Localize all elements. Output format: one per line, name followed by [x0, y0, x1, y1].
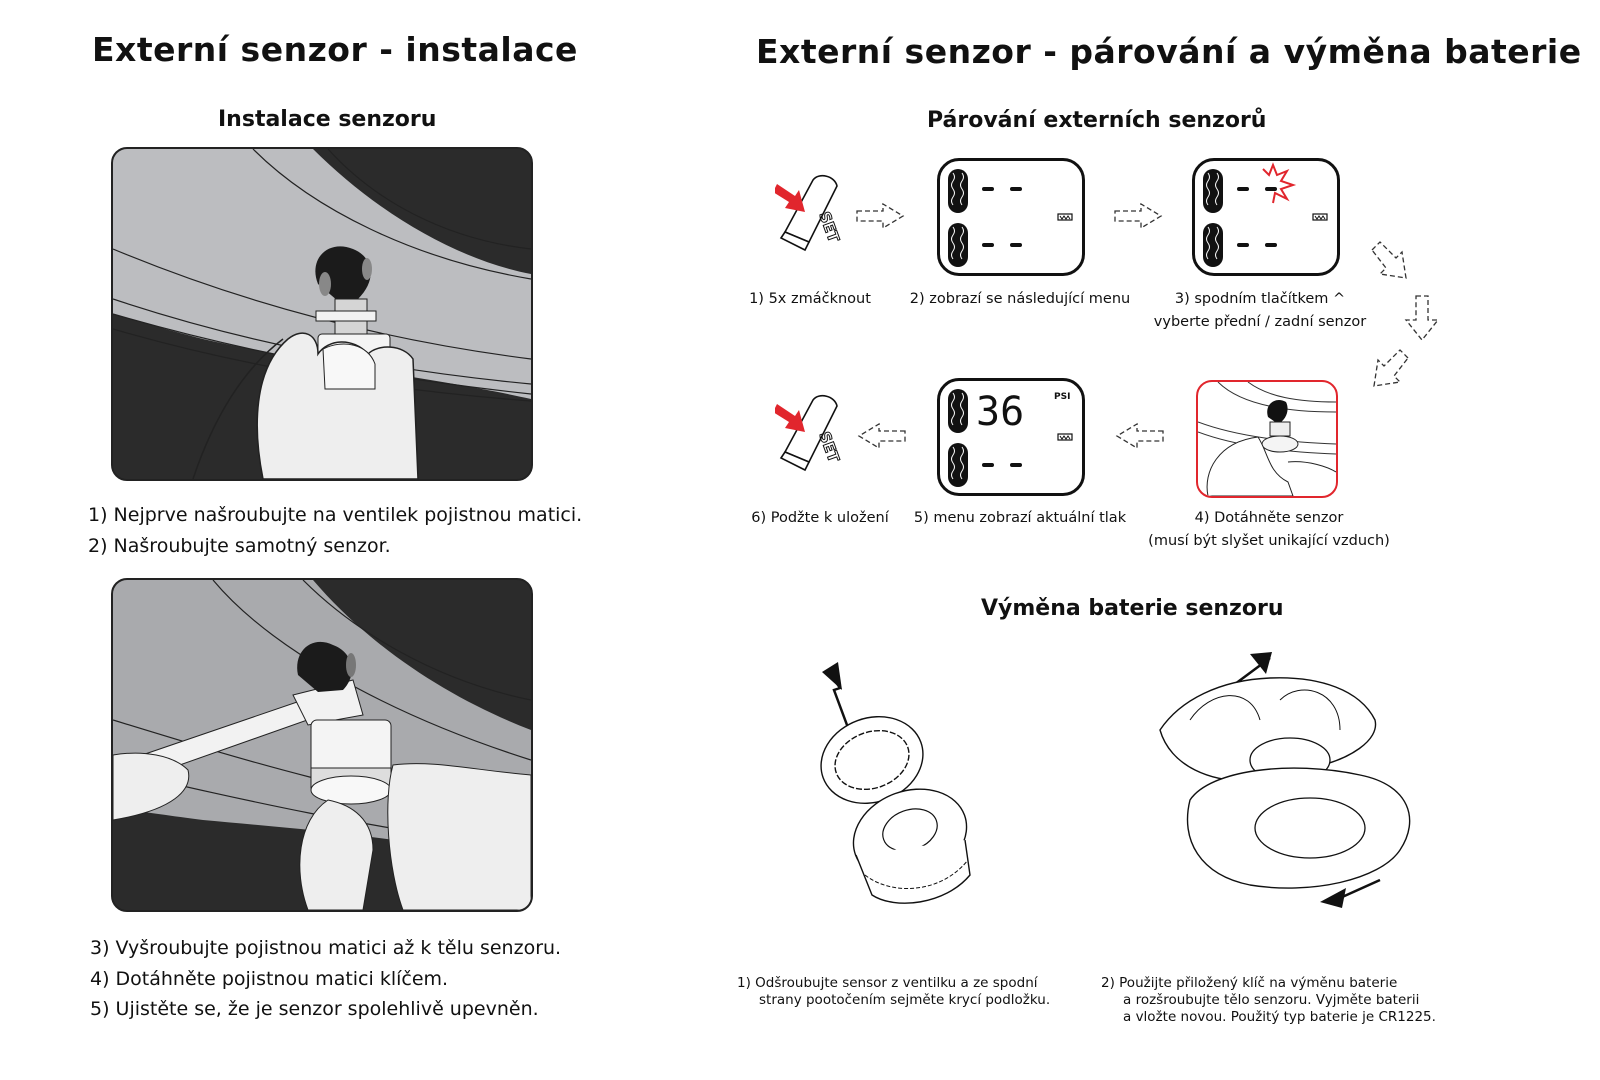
pressure-unit: PSI: [1054, 392, 1070, 402]
set-button-press-1: SET: [775, 172, 845, 252]
illustration-open-sensor: [1150, 650, 1430, 910]
dashed-arrow-left-icon: [1113, 422, 1165, 450]
dashed-arrow-down-icon: [1404, 294, 1440, 344]
dashed-arrow-down-left-icon: [1366, 346, 1412, 392]
section-title-battery: Výměna baterie senzoru: [981, 596, 1284, 621]
arrow-up-icon: [822, 662, 842, 690]
dashed-arrow-left-icon: [855, 422, 907, 450]
blink-burst-icon: [1262, 162, 1297, 204]
battery-step-2-caption: 2) Použijte přiložený klíč na výměnu bat…: [1101, 975, 1436, 1025]
illustration-remove-cover: [800, 660, 1000, 910]
section-title-pairing: Párování externích senzorů: [927, 108, 1267, 133]
illustration-screw-sensor: [111, 147, 533, 481]
pairing-step-1-label: 1) 5x zmáčknout: [749, 291, 871, 307]
set-label: SET: [815, 429, 843, 465]
install-step-5: 5) Ujistěte se, že je senzor spolehlivě …: [90, 998, 539, 1020]
install-step-3: 3) Vyšroubujte pojistnou matici až k těl…: [90, 937, 562, 959]
red-press-arrow-icon: [775, 404, 805, 432]
pairing-step-6-label: 6) Podžte k uložení: [751, 510, 889, 526]
pairing-step-2-label: 2) zobrazí se následující menu: [909, 291, 1131, 307]
pairing-step-5-label: 5) menu zobrazí aktuální tlak: [913, 510, 1127, 526]
pairing-step-3-label: 3) spodním tlačítkem ^ vyberte přední / …: [1153, 291, 1367, 330]
illustration-tighten-sensor: [1196, 380, 1338, 498]
set-label: SET: [815, 209, 843, 245]
set-button-press-6: SET: [775, 392, 845, 472]
dashed-arrow-right-icon: [855, 202, 907, 230]
red-press-arrow-icon: [775, 184, 805, 212]
lcd-display-step3: [1192, 158, 1340, 276]
arrow-down-left-icon: [1320, 888, 1346, 908]
install-step-1: 1) Nejprve našroubujte na ventilek pojis…: [88, 504, 583, 526]
dashed-arrow-down-right-icon: [1368, 238, 1414, 284]
install-step-4: 4) Dotáhněte pojistnou matici klíčem.: [90, 968, 449, 990]
battery-step-1-caption: 1) Odšroubujte sensor z ventilku a ze sp…: [737, 975, 1051, 1008]
lcd-display-step5: 36 PSI: [937, 378, 1085, 496]
pairing-step-4-label: 4) Dotáhněte senzor (musí být slyšet uni…: [1148, 510, 1390, 549]
dashed-arrow-right-icon: [1113, 202, 1165, 230]
install-step-2: 2) Našroubujte samotný senzor.: [88, 535, 391, 557]
pressure-value: 36: [976, 389, 1024, 435]
section-title-installation: Instalace senzoru: [218, 107, 437, 132]
page-title-installation: Externí senzor - instalace: [92, 30, 578, 69]
illustration-wrench-tighten: [111, 578, 533, 912]
lcd-display-step2: [937, 158, 1085, 276]
arrow-up-right-icon: [1250, 652, 1272, 674]
page-title-pairing-battery: Externí senzor - párování a výměna bater…: [756, 32, 1582, 71]
